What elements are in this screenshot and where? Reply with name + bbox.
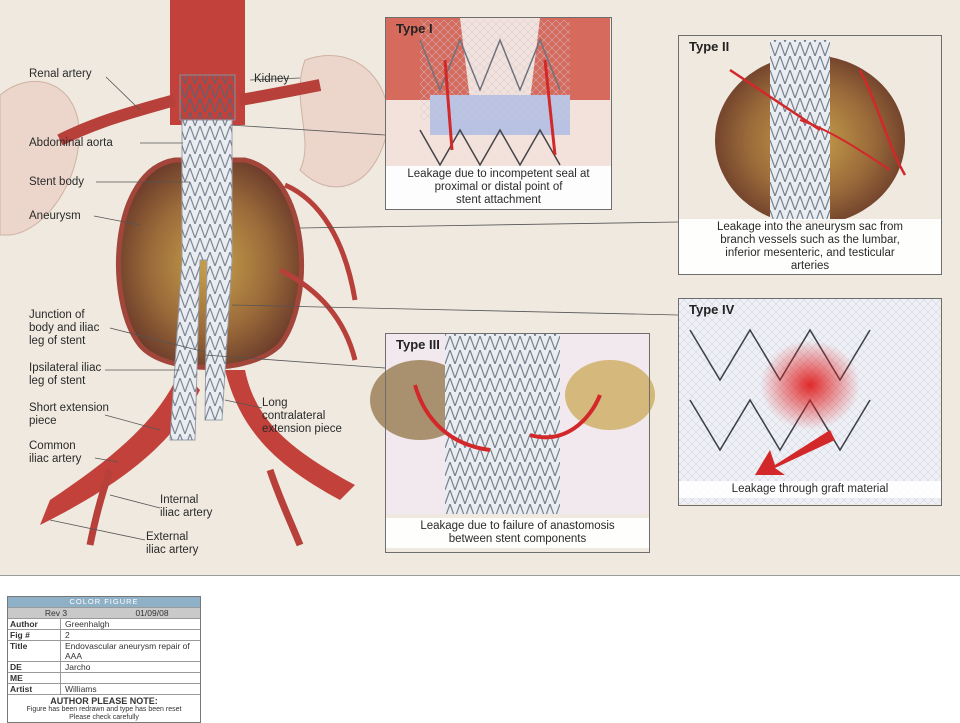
stamp-header: COLOR FIGURE: [8, 597, 200, 607]
stamp-note-line: Figure has been redrawn and type has bee…: [26, 706, 182, 713]
right-iliac-artery: [225, 370, 355, 500]
type4-caption: Leakage through graft material: [679, 481, 941, 498]
type3-title: Type III: [396, 337, 440, 352]
right-kidney: [299, 55, 389, 188]
abdominal-aorta-label: Abdominal aorta: [29, 137, 113, 149]
stamp-rev-row: Rev 3 01/09/08: [8, 607, 200, 618]
stamp-note: AUTHOR PLEASE NOTE:: [8, 694, 200, 706]
type4-title: Type IV: [689, 302, 735, 317]
stamp-rev: Rev 3: [44, 608, 68, 618]
left-iliac-artery: [40, 370, 200, 525]
stent-body-label: Stent body: [29, 176, 84, 188]
renal-artery-label: Renal artery: [29, 68, 92, 80]
leader-lines: [49, 76, 679, 541]
internal-iliac-branch: [86, 468, 114, 546]
stent-top: [179, 74, 236, 121]
type2-title: Type II: [689, 39, 730, 54]
stamp-row: ME: [8, 672, 200, 683]
left-renal-artery: [57, 94, 177, 146]
type4-panel: Type IV Leakage through graft material: [678, 298, 942, 506]
right-renal-artery: [239, 79, 322, 106]
type2-panel: Type II Leakage into the aneurysm sac fr…: [678, 35, 942, 275]
type1-panel: Type I Leakage due to incompetent seal a…: [385, 17, 612, 210]
type2-art: [715, 40, 907, 225]
type3-panel: Type III Leakage due to failure of anast…: [385, 333, 650, 553]
lumbar-branch: [283, 182, 358, 301]
type4-art: [678, 299, 940, 504]
figure-canvas: Renal artery Kidney Abdominal aorta Sten…: [0, 0, 960, 576]
kidney-label: Kidney: [254, 73, 290, 85]
stamp-note-line: Please check carefully: [69, 714, 139, 721]
stamp-row: Fig #2: [8, 629, 200, 640]
external-iliac-branch: [266, 468, 304, 547]
stamp-date: 01/09/08: [135, 608, 169, 618]
aneurysm-label: Aneurysm: [29, 210, 81, 222]
type3-art: [370, 334, 655, 514]
type1-title: Type I: [396, 21, 433, 36]
